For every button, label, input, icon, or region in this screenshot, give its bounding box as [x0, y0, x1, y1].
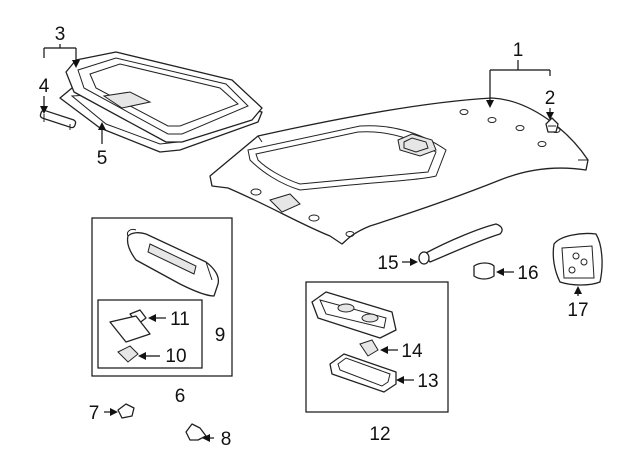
callout-15: 15	[377, 253, 398, 274]
callout-5: 5	[97, 148, 108, 169]
sunroof-panel-part	[59, 51, 263, 153]
visor-cover-part	[117, 345, 139, 363]
cap-16-part	[473, 262, 495, 280]
sun-visor-part	[126, 229, 220, 297]
callout-9: 9	[215, 325, 226, 346]
callout-3: 3	[55, 24, 66, 45]
visor-clip-part	[109, 309, 151, 343]
callout-7: 7	[89, 403, 100, 424]
speaker-grille-part	[552, 232, 603, 286]
callout-17: 17	[567, 300, 588, 321]
callout-1: 1	[513, 40, 524, 61]
clip-7-part	[117, 403, 135, 419]
headliner-part	[209, 97, 589, 245]
callout-16: 16	[517, 263, 538, 284]
callout-2: 2	[545, 88, 556, 109]
callout-6: 6	[175, 386, 186, 407]
callout-14: 14	[401, 341, 423, 362]
visor-group-box	[91, 217, 233, 377]
pin-part	[39, 109, 77, 130]
callout-10: 10	[165, 346, 186, 367]
lens-part	[329, 353, 397, 393]
dome-lamp-group-box	[305, 281, 449, 413]
bulb-part	[359, 339, 379, 357]
callout-8: 8	[221, 429, 232, 450]
callout-4: 4	[39, 76, 50, 97]
callout-13: 13	[417, 371, 438, 392]
dome-lamp-part	[311, 291, 397, 339]
clip-part	[545, 117, 559, 133]
visor-inner-box	[97, 299, 203, 369]
callout-11: 11	[170, 309, 190, 330]
callout-12: 12	[369, 424, 390, 445]
leader-lines	[40, 44, 582, 442]
assist-grip-part	[418, 223, 503, 265]
